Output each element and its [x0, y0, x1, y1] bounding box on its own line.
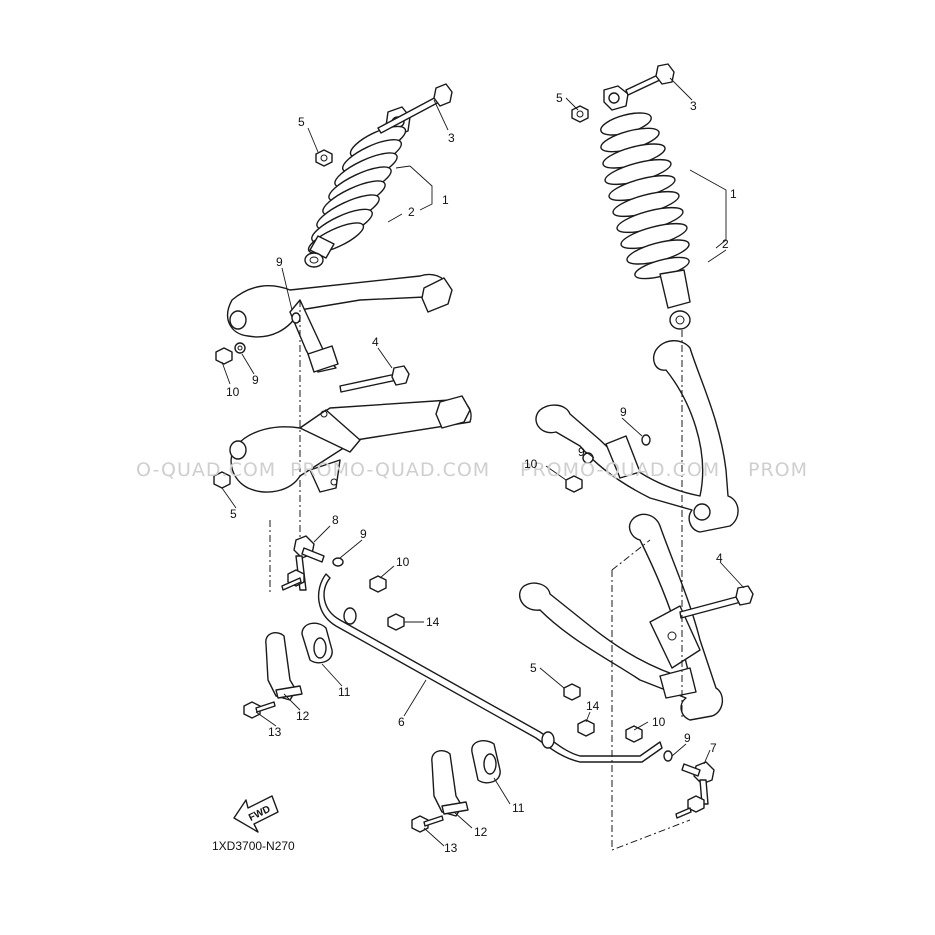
left-upper-arm [227, 273, 453, 373]
callout-5: 5 [556, 91, 563, 105]
left-upper-washers [215, 312, 301, 365]
right-upper-washer [641, 434, 651, 446]
callout-4: 4 [716, 551, 723, 565]
right-shock-absorber [600, 85, 691, 330]
callout-13: 13 [268, 725, 282, 739]
callout-8: 8 [332, 513, 339, 527]
callout-14: 14 [426, 615, 440, 629]
callout-4: 4 [372, 335, 379, 349]
diagram-code: 1XD3700-N270 [212, 839, 295, 853]
right-upper-arm [535, 340, 739, 533]
fwd-arrow: FWD [233, 795, 279, 833]
right-stabilizer-link [625, 725, 715, 819]
stabilizer-bar [317, 573, 663, 763]
callout-10: 10 [652, 715, 666, 729]
right-upper-bolt [625, 63, 675, 96]
left-upper-bolt [377, 83, 453, 134]
right-bushing-set [411, 740, 501, 833]
callout-5: 5 [230, 507, 237, 521]
right-lower-nut [563, 683, 581, 701]
right-upper-nut [571, 105, 589, 123]
callout-5: 5 [298, 115, 305, 129]
callout-9: 9 [578, 445, 585, 459]
left-lower-bolt [339, 365, 410, 393]
left-link-nut [369, 575, 387, 593]
left-shock-absorber [304, 106, 411, 268]
right-bar-nut [577, 719, 595, 737]
callout-12: 12 [296, 709, 310, 723]
callout-9: 9 [620, 405, 627, 419]
callout-14: 14 [586, 699, 600, 713]
callout-9: 9 [684, 731, 691, 745]
watermark-4: PROM [748, 459, 808, 481]
watermark-1: O-QUAD.COM [136, 459, 276, 481]
right-lower-bolt [679, 585, 754, 619]
callout-10: 10 [226, 385, 240, 399]
left-lower-arm [229, 395, 472, 493]
callout-9: 9 [360, 527, 367, 541]
right-lower-arm [519, 513, 723, 721]
callout-11: 11 [512, 801, 525, 815]
callout-9: 9 [252, 373, 259, 387]
callout-9: 9 [276, 255, 283, 269]
callout-6: 6 [398, 715, 405, 729]
callout-12: 12 [474, 825, 488, 839]
left-stabilizer-link [281, 535, 325, 591]
callout-3: 3 [448, 131, 455, 145]
left-upper-nut [315, 149, 333, 167]
callout-1: 1 [442, 193, 449, 207]
watermark-2: PROMO-QUAD.COM [290, 459, 490, 481]
right-upper-nut-2 [565, 475, 583, 493]
callout-7: 7 [710, 741, 717, 755]
left-bushing-set [243, 622, 333, 719]
callout-3: 3 [690, 99, 697, 113]
callout-1: 1 [730, 187, 737, 201]
callout-labels: 5 3 1 2 9 10 9 4 5 8 9 10 14 11 12 13 6 … [226, 91, 737, 855]
callout-11: 11 [338, 685, 351, 699]
callout-10: 10 [524, 457, 538, 471]
watermark-3: PROMO-QUAD.COM [520, 459, 720, 481]
callout-10: 10 [396, 555, 410, 569]
callout-5: 5 [530, 661, 537, 675]
left-lower-nut [213, 471, 231, 489]
left-link-washer [332, 557, 344, 567]
left-bar-nut [387, 613, 405, 631]
callout-2: 2 [408, 205, 415, 219]
leader-lines [221, 77, 745, 847]
callout-13: 13 [444, 841, 458, 855]
callout-2: 2 [722, 237, 729, 251]
